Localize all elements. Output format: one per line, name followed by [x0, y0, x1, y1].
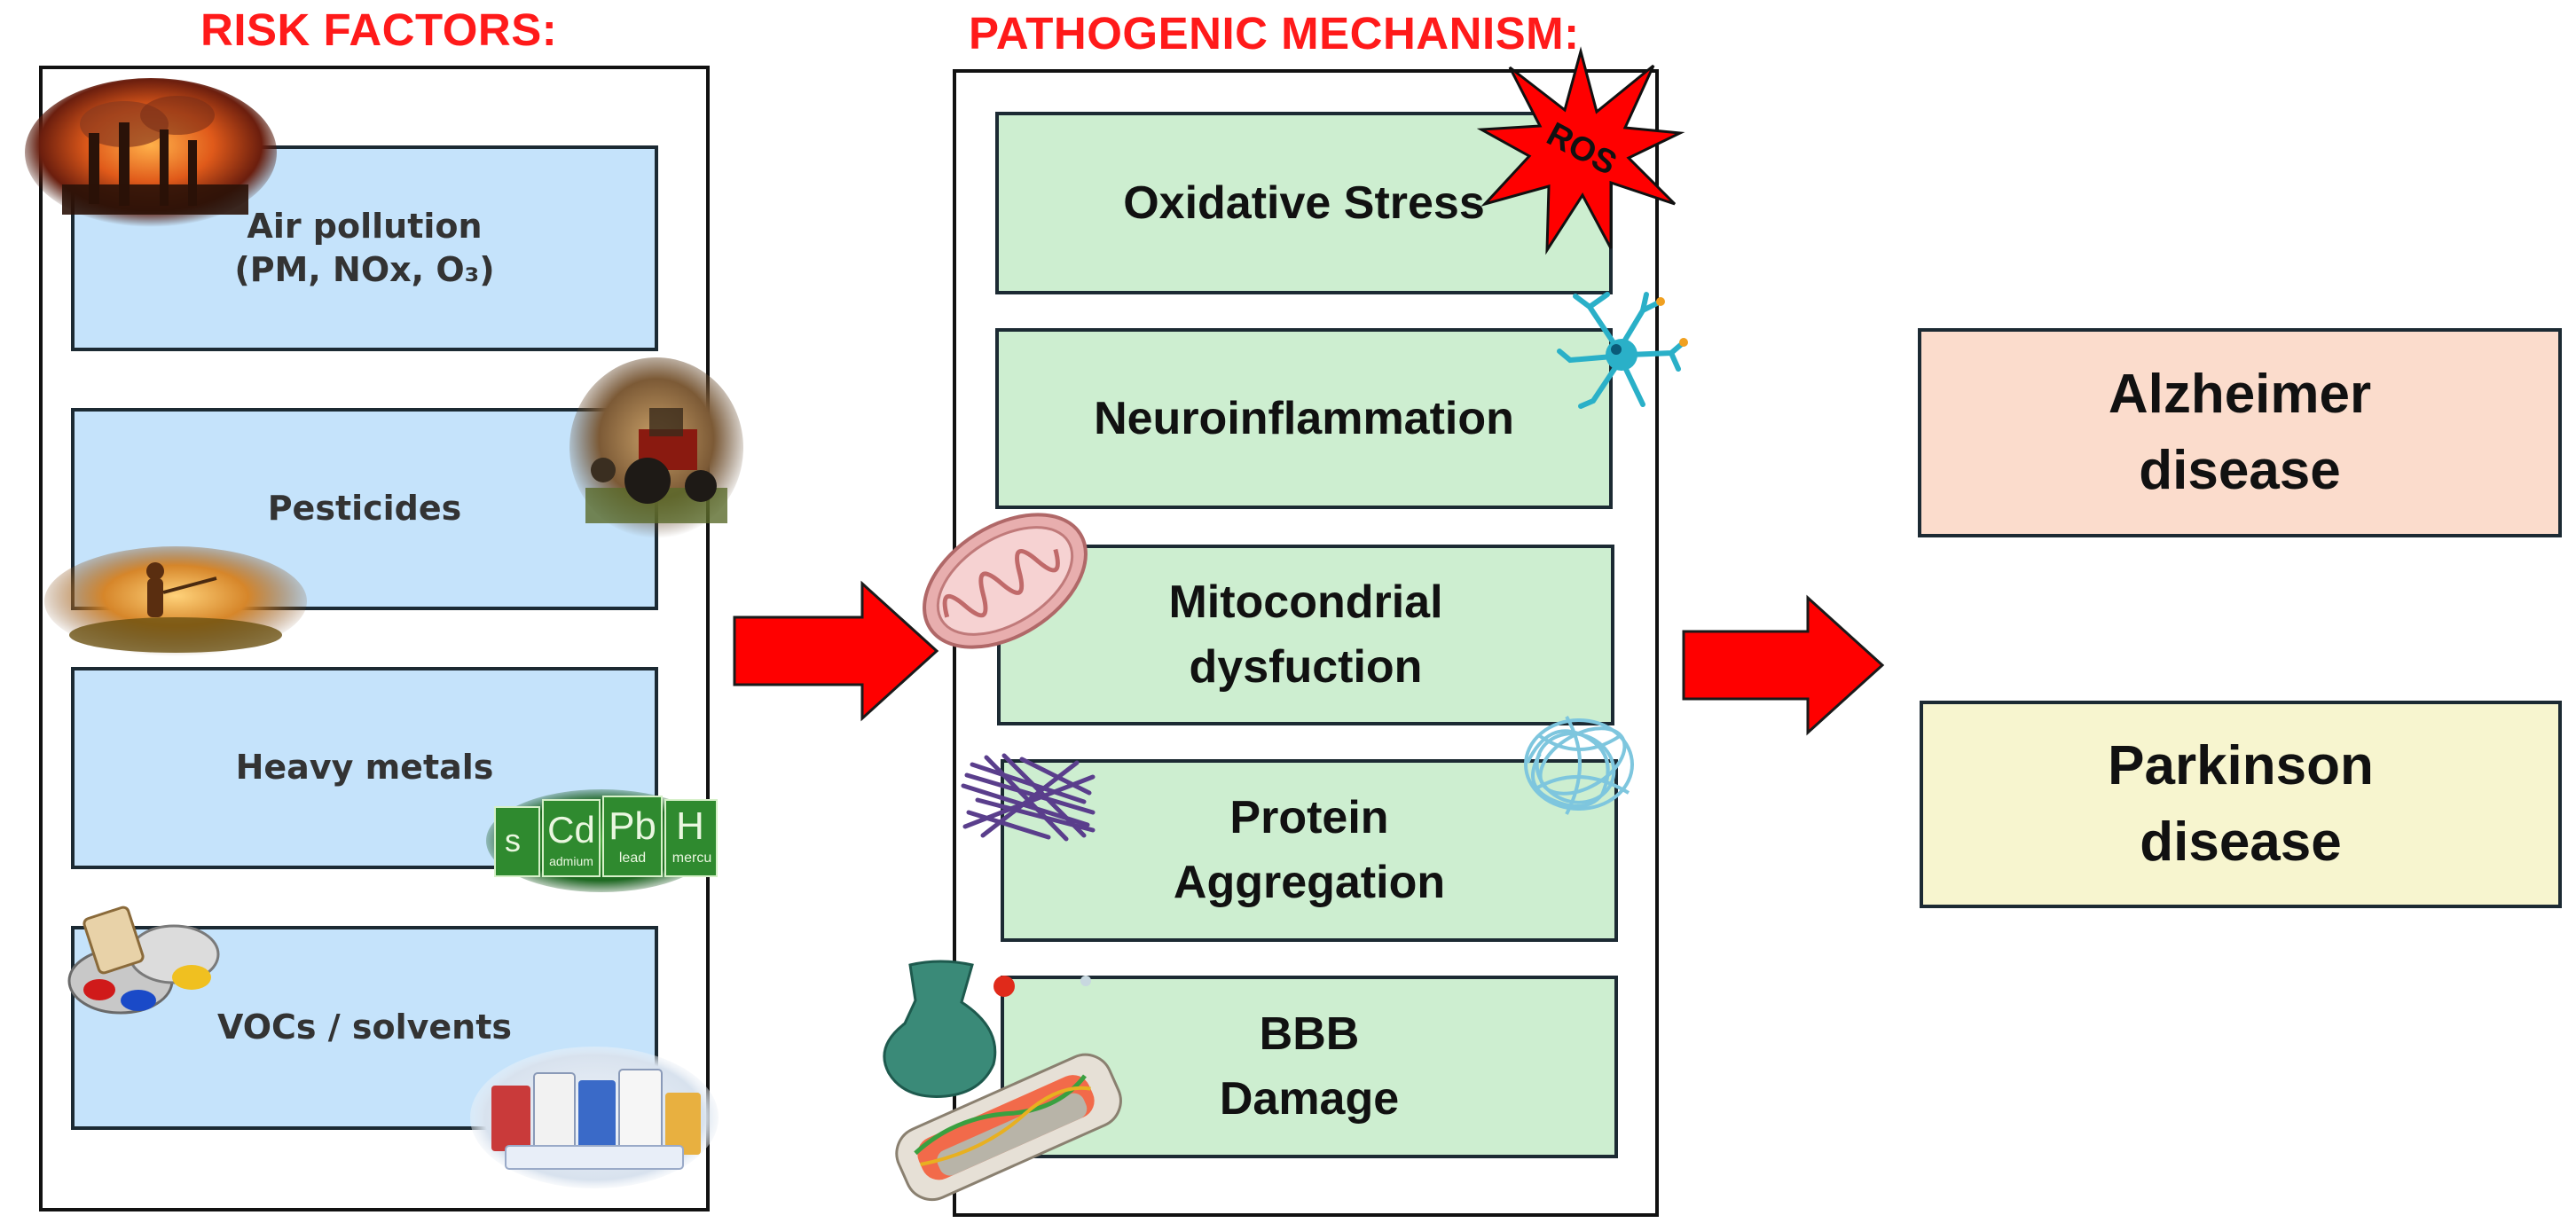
element-symbol: s: [505, 822, 521, 859]
element-symbol: Cd: [547, 809, 595, 851]
risk-factors-heading: RISK FACTORS:: [200, 4, 558, 55]
disease-label-line: disease: [2140, 812, 2342, 873]
crop-spraying-icon: [44, 546, 307, 656]
solvent-containers-icon: [470, 1047, 719, 1188]
risk-label-line: Heavy metals: [235, 748, 494, 788]
element-symbol: H: [676, 804, 704, 848]
risk-label-line: Pesticides: [267, 489, 462, 529]
ros-starburst-icon: ROS: [1476, 46, 1685, 255]
element-name: admium: [549, 854, 593, 868]
mechanism-label-line: Mitocondrial: [1168, 576, 1443, 629]
microglia-cell-icon: [1557, 292, 1688, 409]
element-symbol: Pb: [609, 804, 656, 848]
risk-label-line: Air pollution: [247, 206, 483, 246]
tractor-field-icon: [569, 357, 743, 538]
pathogenic-mechanism-heading: PATHOGENIC MECHANISM:: [969, 8, 1580, 59]
element-name: lead: [619, 851, 646, 866]
mechanism-label-line: Protein: [1229, 792, 1389, 844]
protein-fibril-aggregate-icon: [961, 753, 1096, 842]
arrow-right-icon: [733, 580, 939, 722]
blood-brain-barrier-icon: [883, 960, 1122, 1202]
mechanism-label-line: BBB: [1259, 1008, 1360, 1061]
disease-label-line: Alzheimer: [2108, 364, 2372, 426]
arrow-right-icon: [1682, 594, 1885, 736]
disease-label-line: Parkinson: [2108, 735, 2374, 797]
tangled-fibrils-icon: [1524, 716, 1634, 815]
mechanism-box-protein-aggregation: Protein Aggregation: [1001, 759, 1618, 942]
disease-box-parkinson: Parkinson disease: [1920, 701, 2562, 908]
element-name: mercu: [672, 851, 711, 866]
factory-smoke-icon: [25, 78, 277, 227]
mechanism-label-line: Aggregation: [1173, 857, 1446, 908]
risk-label-line: (PM, NOx, O₃): [234, 250, 495, 289]
disease-label-line: disease: [2139, 440, 2341, 501]
mechanism-box-mitochondrial: Mitocondrial dysfuction: [997, 545, 1614, 725]
mechanism-label-line: dysfuction: [1189, 641, 1423, 693]
mechanism-label-line: Neuroinflammation: [1094, 392, 1514, 444]
mechanism-label-line: Oxidative Stress: [1123, 176, 1485, 229]
mitochondrion-icon: [923, 513, 1088, 649]
mechanism-label-line: Damage: [1219, 1073, 1400, 1125]
mechanism-box-neuroinflammation: Neuroinflammation: [995, 328, 1613, 509]
risk-label-line: VOCs / solvents: [216, 1008, 513, 1047]
paint-cans-icon: [67, 906, 220, 1015]
periodic-elements-icon: s Cd Pb H admium lead mercu: [486, 789, 718, 892]
disease-box-alzheimer: Alzheimer disease: [1918, 328, 2562, 537]
